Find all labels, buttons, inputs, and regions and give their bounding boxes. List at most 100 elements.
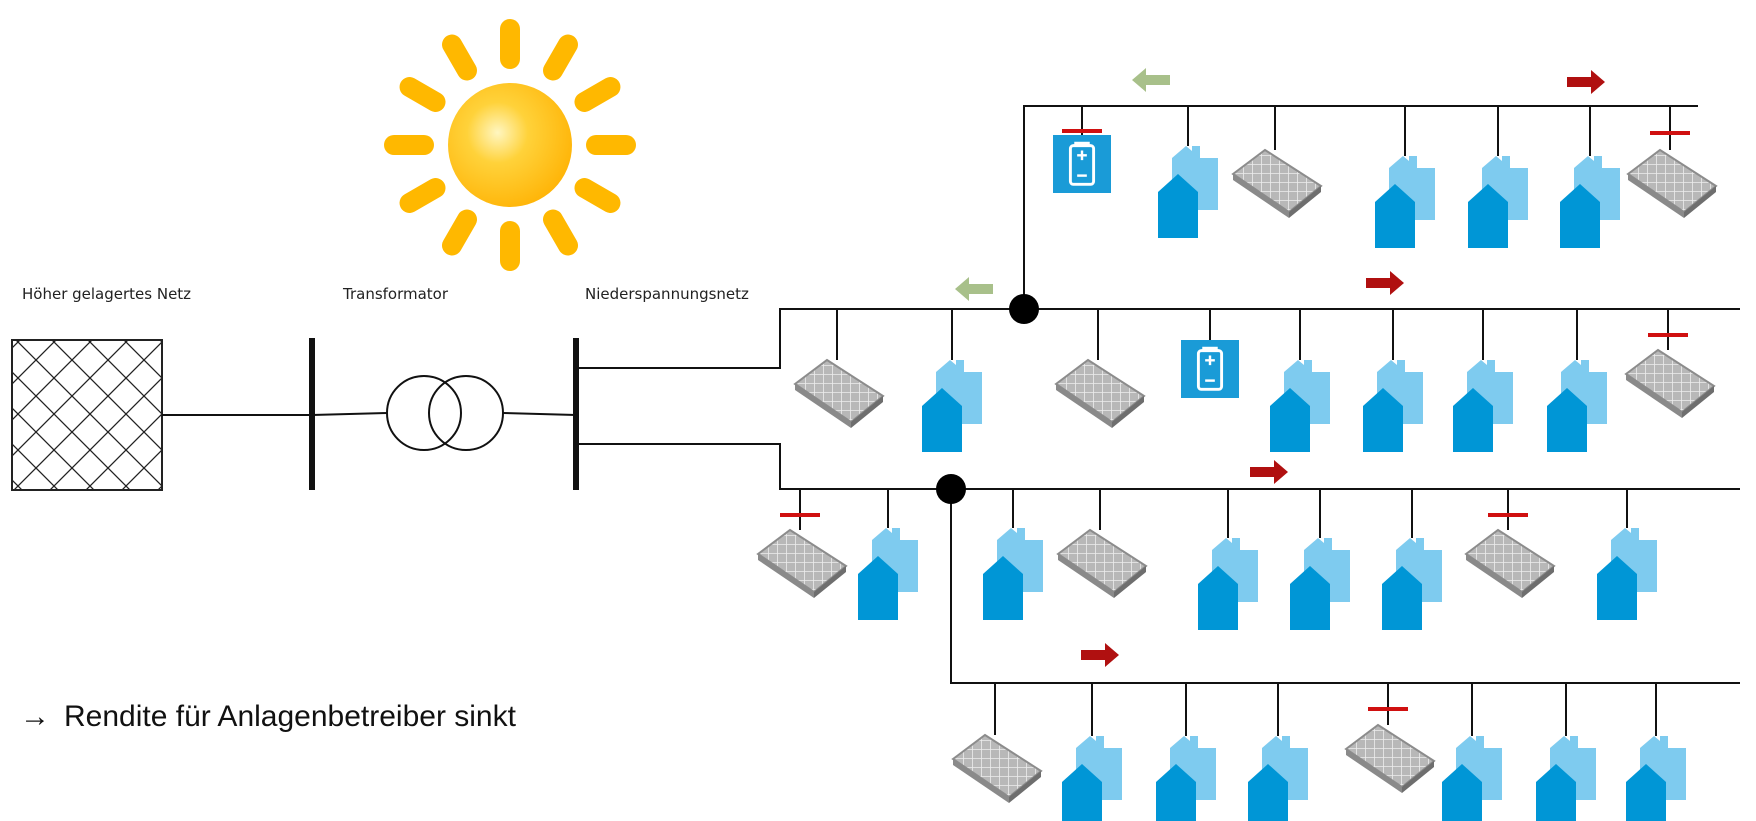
pv-panel-icon bbox=[1345, 724, 1435, 793]
top-feeder-pv-7 bbox=[1627, 106, 1717, 218]
house-icon bbox=[1536, 736, 1596, 821]
higher-grid-label: Höher gelagertes Netz bbox=[22, 285, 192, 303]
sun-ray bbox=[574, 178, 621, 213]
bottom-feeder-house-6 bbox=[1442, 683, 1502, 821]
sun-ray bbox=[543, 209, 578, 256]
house-icon bbox=[858, 528, 918, 620]
top-feeder-house-4 bbox=[1375, 106, 1435, 248]
house-icon bbox=[1468, 156, 1528, 248]
house-icon bbox=[1375, 156, 1435, 248]
sun-ray bbox=[442, 34, 477, 81]
bottom-feeder-house-7 bbox=[1536, 683, 1596, 821]
main-feeder-pv-9 bbox=[1625, 309, 1715, 418]
main-feeder-battery-4 bbox=[1181, 309, 1239, 398]
forward-flow-arrow-icon bbox=[1366, 271, 1404, 295]
pv-panel-icon bbox=[1465, 529, 1555, 598]
main-feeder-house-5 bbox=[1270, 309, 1330, 452]
sun-ray bbox=[399, 77, 446, 112]
lower-feeder-house-6 bbox=[1290, 489, 1350, 630]
lower-feeder-house-2 bbox=[858, 489, 918, 620]
house-icon bbox=[1597, 528, 1657, 620]
feeder-lines bbox=[576, 105, 1740, 684]
top-feeder-house-5 bbox=[1468, 106, 1528, 248]
house-icon bbox=[1547, 360, 1607, 452]
lower-feeder-pv-4 bbox=[1057, 489, 1147, 598]
bottom-feeder-house-3 bbox=[1156, 683, 1216, 821]
bottom-feeder-pv-5 bbox=[1345, 683, 1435, 793]
bottom-feeder-line bbox=[950, 489, 1740, 684]
house-icon bbox=[1248, 736, 1308, 821]
bottom-feeder-house-4 bbox=[1248, 683, 1308, 821]
sun-ray bbox=[543, 34, 578, 81]
junction-node-top bbox=[1009, 294, 1039, 324]
house-icon bbox=[1156, 736, 1216, 821]
pv-panel-icon bbox=[1232, 149, 1322, 218]
main-feeder-pv-1 bbox=[794, 309, 884, 428]
main-feeder-pv-3 bbox=[1055, 309, 1145, 428]
house-icon bbox=[1270, 360, 1330, 452]
junction-node-lower bbox=[936, 474, 966, 504]
main-feeder-house-8 bbox=[1547, 309, 1607, 452]
top-feeder-line bbox=[1023, 105, 1698, 309]
sun-ray bbox=[574, 77, 621, 112]
house-icon bbox=[1363, 360, 1423, 452]
bottom-feeder-pv-1 bbox=[952, 683, 1042, 803]
house-icon bbox=[1198, 538, 1258, 630]
sun-ray bbox=[442, 209, 477, 256]
backflow-arrow-icon bbox=[1132, 68, 1170, 92]
lower-feeder-house-5 bbox=[1198, 489, 1258, 630]
pv-panel-icon bbox=[1625, 349, 1715, 418]
low-voltage-grid-label: Niederspannungsnetz bbox=[585, 285, 749, 303]
pv-panel-icon bbox=[1057, 529, 1147, 598]
pv-panel-icon bbox=[952, 734, 1042, 803]
main-feeder-house-6 bbox=[1363, 309, 1423, 452]
pv-panel-icon bbox=[1055, 359, 1145, 428]
house-icon bbox=[1442, 736, 1502, 821]
house-icon bbox=[1062, 736, 1122, 821]
lower-feeder-pv-1 bbox=[757, 489, 847, 598]
house-icon bbox=[983, 528, 1043, 620]
conclusion-bullet: → Rendite für Anlagenbetreiber sinkt bbox=[20, 700, 516, 734]
house-icon bbox=[1158, 146, 1218, 238]
house-icon bbox=[1560, 156, 1620, 248]
battery-icon bbox=[1053, 135, 1111, 193]
devices-layer bbox=[757, 106, 1717, 821]
bottom-feeder-house-2 bbox=[1062, 683, 1122, 821]
transformer-symbol bbox=[386, 375, 504, 451]
forward-flow-arrow-icon bbox=[1081, 643, 1119, 667]
main-feeder-house-2 bbox=[922, 309, 982, 452]
top-feeder-house-6 bbox=[1560, 106, 1620, 248]
lower-feeder-house-9 bbox=[1597, 489, 1657, 620]
top-feeder-battery-1 bbox=[1053, 106, 1111, 193]
bottom-feeder-house-8 bbox=[1626, 683, 1686, 821]
forward-flow-arrow-icon bbox=[1250, 460, 1288, 484]
top-feeder-pv-3 bbox=[1232, 106, 1322, 218]
battery-icon bbox=[1181, 340, 1239, 398]
busbar-to-transformer-line bbox=[311, 412, 389, 416]
lower-feeder-line bbox=[576, 443, 1740, 490]
pv-panel-icon bbox=[794, 359, 884, 428]
house-icon bbox=[1382, 538, 1442, 630]
house-icon bbox=[922, 360, 982, 452]
lower-feeder-house-3 bbox=[983, 489, 1043, 620]
house-icon bbox=[1453, 360, 1513, 452]
pv-panel-icon bbox=[757, 529, 847, 598]
flow-arrows-layer bbox=[955, 68, 1605, 667]
forward-flow-arrow-icon bbox=[1567, 70, 1605, 94]
right-arrow-icon: → bbox=[20, 700, 50, 733]
backflow-arrow-icon bbox=[955, 277, 993, 301]
house-icon bbox=[1626, 736, 1686, 821]
main-feeder-house-7 bbox=[1453, 309, 1513, 452]
lower-feeder-house-7 bbox=[1382, 489, 1442, 630]
transformer-to-busbar-line bbox=[502, 412, 577, 416]
transformer-label: Transformator bbox=[343, 285, 449, 303]
higher-grid-symbol bbox=[11, 339, 163, 491]
top-feeder-house-2 bbox=[1158, 106, 1218, 238]
lower-feeder-pv-8 bbox=[1465, 489, 1555, 598]
conclusion-text: Rendite für Anlagenbetreiber sinkt bbox=[64, 700, 516, 733]
sun-icon bbox=[384, 19, 636, 271]
house-icon bbox=[1290, 538, 1350, 630]
pv-panel-icon bbox=[1627, 149, 1717, 218]
main-feeder-line bbox=[576, 308, 1740, 369]
